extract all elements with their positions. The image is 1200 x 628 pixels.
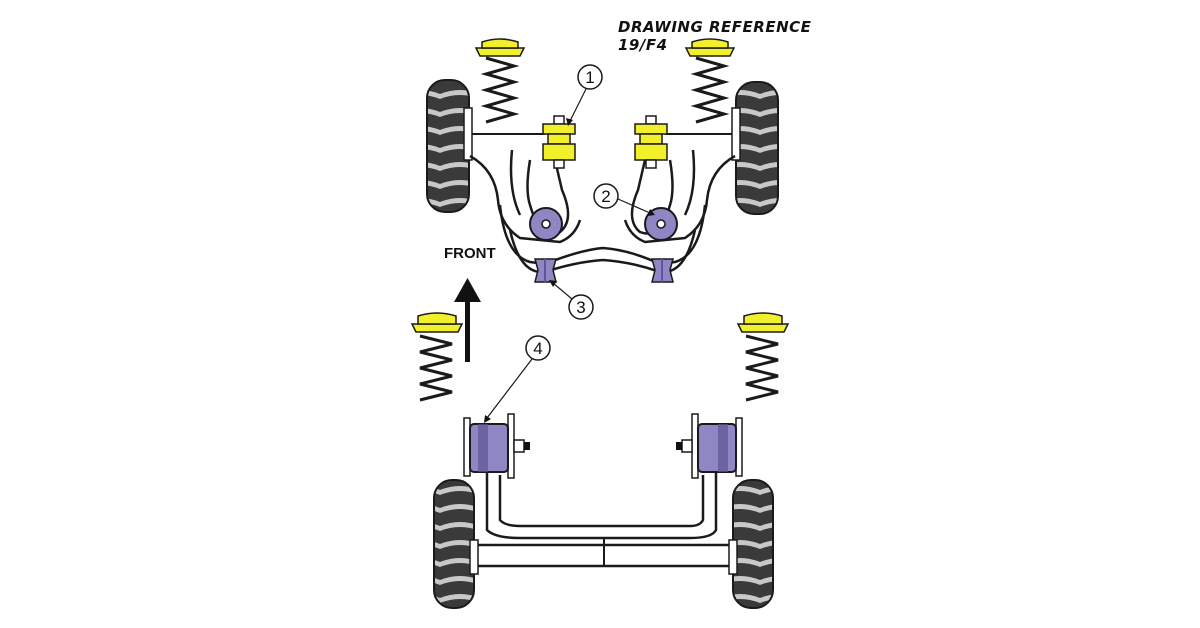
rear-left-tyre: [433, 479, 479, 609]
callout-4-label: 4: [533, 339, 542, 358]
front-suspension: [426, 38, 779, 283]
callout-1-label: 1: [585, 68, 594, 87]
callout-3-label: 3: [576, 298, 585, 317]
callout-3: 3: [549, 280, 594, 320]
drawing-reference-code: 19/F4: [618, 36, 668, 54]
drawing-reference-title: DRAWING REFERENCE: [618, 18, 812, 36]
callout-4: 4: [484, 335, 551, 423]
callout-2-label: 2: [601, 187, 610, 206]
front-left-arb-bush: [534, 258, 557, 283]
callout-2: 2: [593, 183, 655, 216]
front-right-tyre: [731, 81, 779, 215]
front-left-arm-bush: [529, 207, 563, 241]
rear-left-beam-bush: [463, 413, 530, 479]
rear-suspension: [410, 312, 790, 609]
front-right-top-bush: [634, 115, 668, 169]
front-left-tyre: [426, 79, 473, 213]
front-left-top-bush: [542, 115, 576, 169]
rear-left-spring: [410, 312, 464, 402]
front-arrow-icon: [454, 278, 481, 362]
front-right-spring: [684, 38, 736, 124]
rear-right-tyre: [728, 479, 774, 609]
front-label: FRONT: [444, 245, 496, 262]
front-right-arm-bush: [644, 207, 678, 241]
front-left-spring: [474, 38, 526, 124]
front-right-arb-bush: [651, 258, 674, 283]
rear-right-spring: [736, 312, 790, 402]
rear-right-beam-bush: [676, 413, 743, 479]
callout-1: 1: [566, 64, 603, 126]
